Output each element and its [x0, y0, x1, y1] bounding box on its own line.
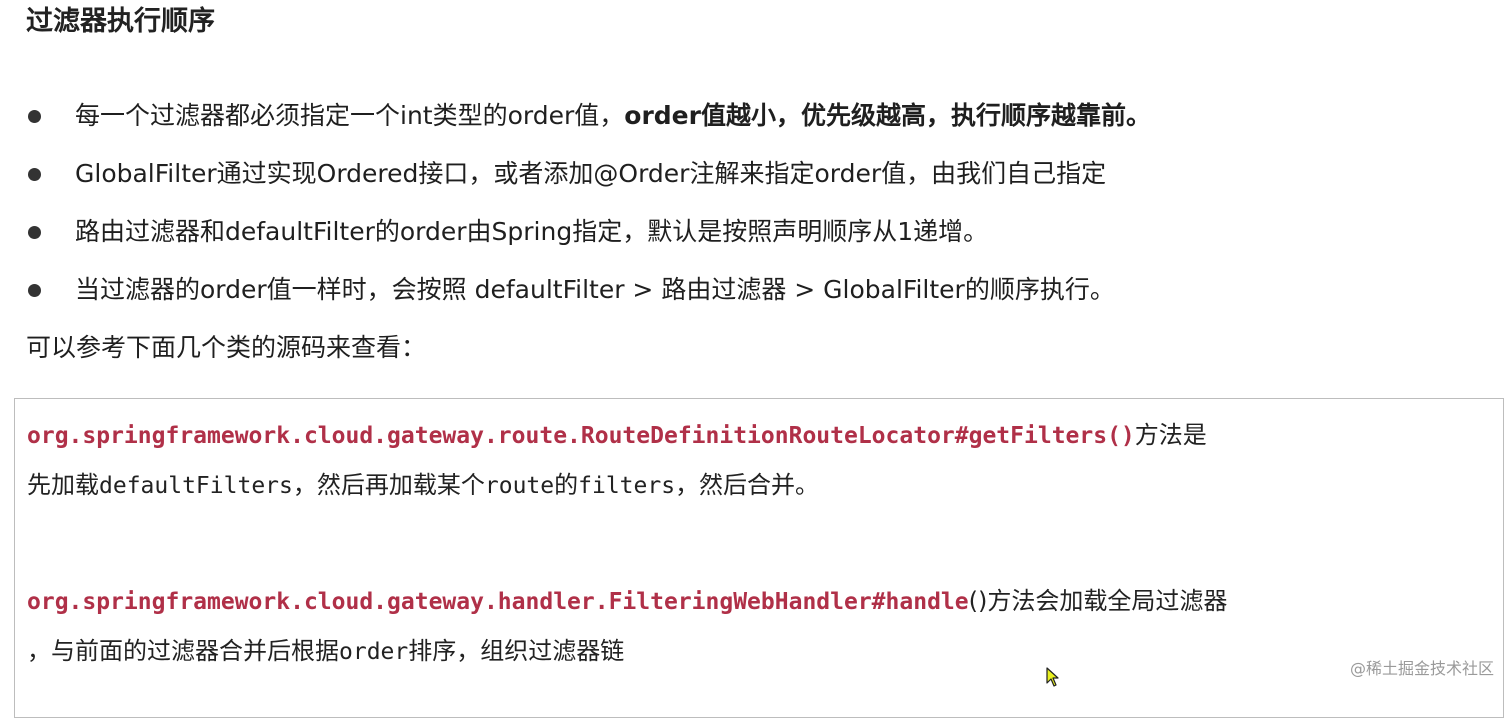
- bullet-dot-icon: [28, 110, 41, 123]
- code-text: ，与前面的过滤器合并后根据: [27, 637, 339, 665]
- list-item: 当过滤器的order值一样时，会按照 defaultFilter > 路由过滤器…: [26, 268, 1151, 326]
- class-reference-filtering-handler: org.springframework.cloud.gateway.handle…: [27, 589, 969, 615]
- code-block-1-line-1: org.springframework.cloud.gateway.route.…: [27, 415, 1207, 456]
- bullet-dot-icon: [28, 168, 41, 181]
- class-reference-route-locator: org.springframework.cloud.gateway.route.…: [27, 423, 1135, 449]
- list-item: GlobalFilter通过实现Ordered接口，或者添加@Order注解来指…: [26, 152, 1151, 210]
- code-text: 先加载: [27, 471, 99, 499]
- watermark: @稀土掘金技术社区: [1349, 659, 1494, 678]
- list-item: 路由过滤器和defaultFilter的order由Spring指定，默认是按照…: [26, 210, 1151, 268]
- bullet-list: 每一个过滤器都必须指定一个int类型的order值，order值越小，优先级越高…: [26, 94, 1151, 326]
- page-title: 过滤器执行顺序: [26, 6, 215, 37]
- code-token: defaultFilters: [99, 473, 293, 499]
- bullet-text: 每一个过滤器都必须指定一个int类型的order值，: [75, 101, 625, 130]
- source-reference-box: org.springframework.cloud.gateway.route.…: [14, 398, 1504, 718]
- code-block-2-line-2: ，与前面的过滤器合并后根据order排序，组织过滤器链: [27, 631, 624, 672]
- code-block-1-line-2: 先加载defaultFilters，然后再加载某个route的filters，然…: [27, 465, 819, 506]
- bullet-dot-icon: [28, 226, 41, 239]
- code-token: filters: [578, 473, 676, 499]
- bullet-text: 路由过滤器和defaultFilter的order由Spring指定，默认是按照…: [75, 217, 989, 246]
- list-item: 每一个过滤器都必须指定一个int类型的order值，order值越小，优先级越高…: [26, 94, 1151, 152]
- bullet-text: GlobalFilter通过实现Ordered接口，或者添加@Order注解来指…: [75, 159, 1107, 188]
- reference-note: 可以参考下面几个类的源码来查看：: [26, 333, 427, 362]
- code-block-2-line-1: org.springframework.cloud.gateway.handle…: [27, 581, 1227, 622]
- code-text: 方法是: [1134, 421, 1207, 449]
- code-text: ，然后合并。: [675, 471, 820, 499]
- code-token: order: [339, 639, 409, 665]
- code-text: ()方法会加载全局过滤器: [968, 587, 1228, 615]
- bullet-emphasis: order值越小，优先级越高，执行顺序越靠前。: [624, 101, 1151, 130]
- code-text: 排序，组织过滤器链: [408, 637, 625, 665]
- code-text: ，然后再加载某个: [292, 471, 485, 499]
- mouse-pointer-icon: [1046, 667, 1059, 687]
- code-token: route: [484, 473, 555, 499]
- code-text: 的: [554, 471, 579, 499]
- bullet-dot-icon: [28, 284, 41, 297]
- bullet-text: 当过滤器的order值一样时，会按照 defaultFilter > 路由过滤器…: [75, 275, 1115, 304]
